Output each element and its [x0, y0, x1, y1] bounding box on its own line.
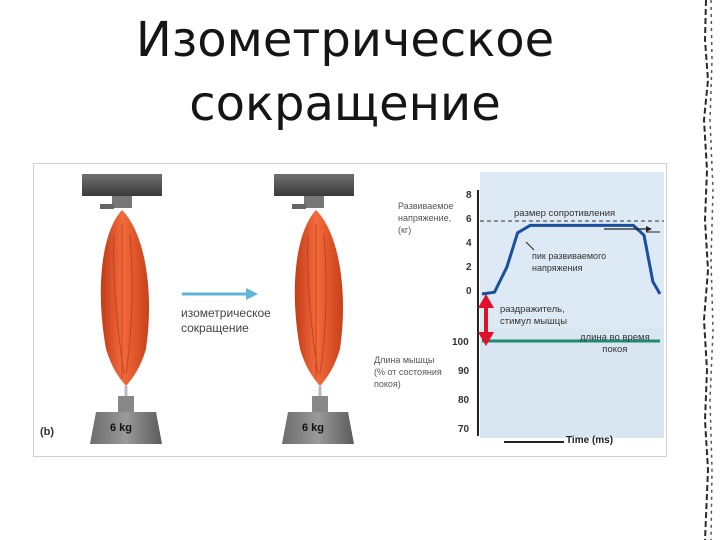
transition-arrow-icon — [182, 288, 258, 300]
rest-length-annotation: длина во время покоя — [580, 332, 650, 356]
length-axis-label-line1: Длина мышцы — [374, 355, 435, 365]
time-axis-label: Time (ms) — [566, 435, 614, 446]
tension-axis-label-line3: (кг) — [398, 225, 412, 235]
weight-left — [90, 412, 162, 444]
stimulus-annotation-line2: стимул мышцы — [500, 316, 568, 327]
support-bar-right — [274, 174, 354, 196]
muscle-assembly-left — [82, 174, 162, 444]
tension-tick: 6 — [466, 214, 472, 225]
process-label-line2: сокращение — [181, 321, 249, 335]
tension-tick: 2 — [466, 262, 472, 273]
clamp-left — [112, 196, 132, 208]
slide-title-line1: Изометрическое — [135, 12, 555, 68]
stimulus-annotation: раздражитель, стимул мышцы — [500, 304, 567, 328]
slide-title-line2: сокращение — [189, 76, 501, 132]
length-axis-label-line3: покоя) — [374, 379, 401, 389]
muscle-contraction-figure: (b) 6 kg 6 kg изометрическое сокращение … — [33, 163, 667, 457]
length-tick: 80 — [458, 395, 470, 406]
peak-annotation: пик развиваемого напряжения — [532, 250, 606, 274]
length-tick: 90 — [458, 366, 470, 377]
stimulus-arrow-icon — [478, 294, 494, 346]
muscle-assembly-right — [274, 174, 354, 444]
peak-pointer-icon — [604, 226, 652, 232]
weight-label-right: 6 kg — [302, 422, 325, 434]
process-label-line1: изометрическое — [181, 306, 271, 320]
slide-title: Изометрическое сокращение — [0, 8, 690, 136]
tension-axis-label-line1: Развиваемое — [398, 201, 454, 211]
weight-label-left: 6 kg — [110, 422, 133, 434]
tension-axis-label: Развиваемое напряжение, (кг) — [398, 200, 453, 236]
tension-tick: 4 — [466, 238, 472, 249]
panel-label: (b) — [40, 426, 55, 438]
tension-tick: 0 — [466, 286, 472, 297]
rest-length-annotation-line2: покоя — [602, 344, 628, 355]
diagram-canvas — [82, 172, 664, 444]
tension-axis-label-line2: напряжение, — [398, 213, 452, 223]
tension-curve — [481, 223, 662, 296]
process-label: изометрическое сокращение — [181, 306, 271, 336]
support-bar-left — [82, 174, 162, 196]
clamp-right — [304, 196, 324, 208]
peak-annotation-line2: напряжения — [532, 263, 583, 273]
length-axis-label-line2: (% от состояния — [374, 367, 442, 377]
torn-edge-decoration — [692, 0, 720, 540]
tension-tick: 8 — [466, 190, 472, 201]
length-tick: 100 — [452, 337, 469, 348]
muscle-left — [100, 210, 149, 386]
peak-label-pointer-icon — [525, 241, 535, 251]
length-axis-label: Длина мышцы (% от состояния покоя) — [374, 354, 442, 390]
muscle-right — [294, 210, 343, 386]
peak-annotation-line1: пик развиваемого — [532, 251, 607, 261]
stimulus-annotation-line1: раздражитель, — [500, 304, 565, 315]
resistance-annotation: размер сопротивления — [514, 208, 616, 219]
length-tick: 70 — [458, 424, 470, 435]
rest-length-annotation-line1: длина во время — [580, 332, 650, 343]
weight-right — [282, 412, 354, 444]
